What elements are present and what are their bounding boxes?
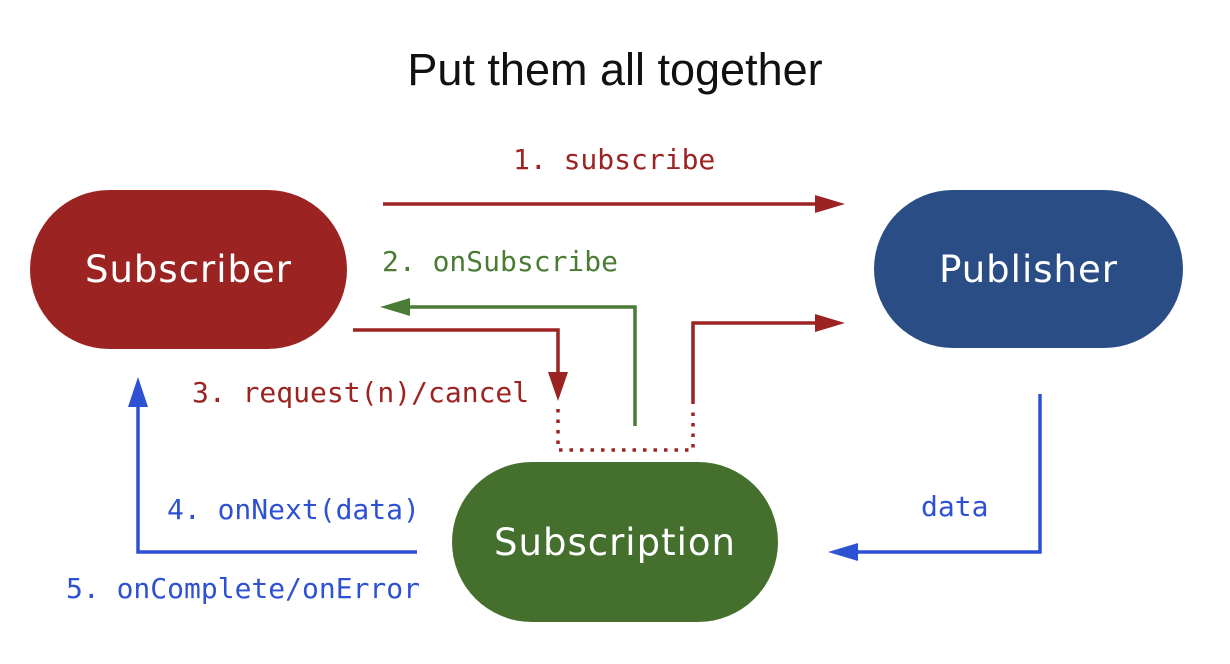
edge-request-to-publisher-line [691,321,817,404]
edge-request-to-publisher-arrowhead-icon [815,314,845,332]
edge-label-subscribe: 1. subscribe [513,143,716,176]
node-subscription: Subscription [452,462,778,622]
page-title: Put them all together [407,44,823,95]
edge-data-line [855,394,1042,554]
edge-onsubscribe-line [408,305,637,426]
edge-label-onnext: 4. onNext(data) [167,493,420,526]
edge-label-data: data [921,490,989,523]
edge-data-arrowhead-icon [828,543,858,561]
edge-label-onsubscribe: 2. onSubscribe [382,245,619,278]
edge-onnext-arrowhead-icon [128,377,148,407]
edge-onsubscribe-arrowhead-icon [380,298,410,316]
edge-subscribe-arrowhead-icon [815,195,845,213]
node-publisher-label: Publisher [939,247,1118,291]
edge-label-oncomplete-onerror: 5. onComplete/onError [66,572,421,605]
edge-onnext-line [136,404,417,554]
edge-request-arrowhead-icon [548,372,568,401]
edge-request-dotted-connector [556,409,695,452]
node-subscription-label: Subscription [494,520,736,564]
node-subscriber: Subscriber [30,190,347,349]
node-subscriber-label: Subscriber [85,248,292,291]
node-publisher: Publisher [874,190,1183,348]
edge-request-line [353,328,560,373]
edge-label-request-cancel: 3. request(n)/cancel [192,376,530,409]
